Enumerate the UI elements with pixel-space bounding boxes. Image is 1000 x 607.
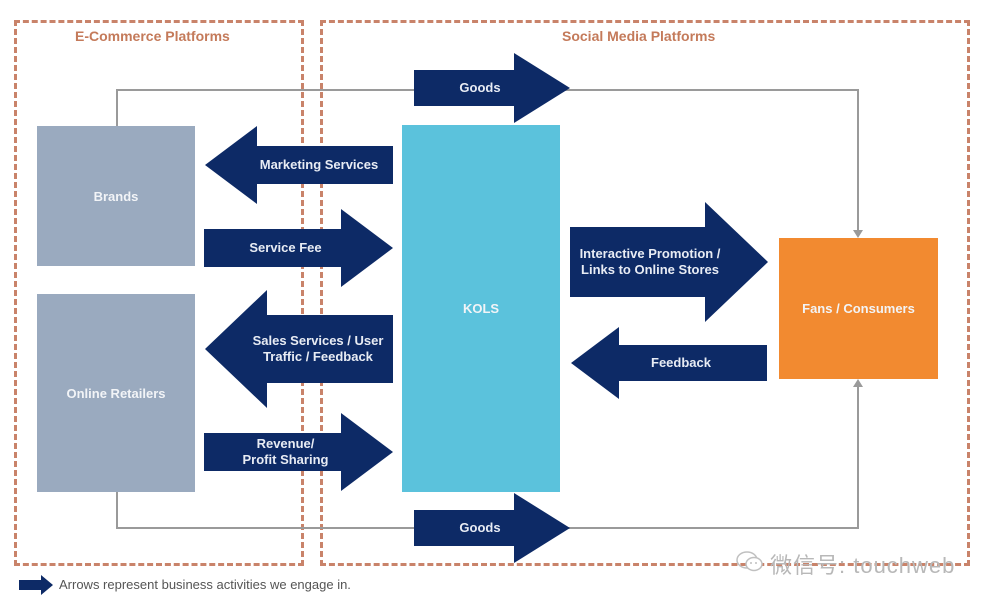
right-arrow-icon: [414, 53, 570, 123]
fans-consumers-label: Fans / Consumers: [802, 301, 915, 316]
service-fee-arrow: Service Fee: [204, 209, 393, 287]
social-media-platforms-region: [320, 20, 970, 566]
goods-top-label: Goods: [459, 80, 501, 95]
interactive-promotion-label: Interactive Promotion / Links to Online …: [579, 246, 721, 277]
fans-consumers-box: Fans / Consumers: [779, 238, 938, 379]
interactive-promotion-arrow: Interactive Promotion / Links to Online …: [570, 202, 768, 322]
legend-text: Arrows represent business activities we …: [59, 577, 351, 592]
sales-services-arrow: Sales Services / User Traffic / Feedback: [205, 290, 393, 408]
online-retailers-box: Online Retailers: [37, 294, 195, 492]
goods-top-connector-right-vertical: [857, 89, 859, 235]
goods-bottom-label: Goods: [459, 520, 501, 535]
arrowhead-up-icon: [853, 379, 863, 387]
watermark-text: 微信号: touchweb: [770, 553, 956, 578]
right-arrow-icon: [570, 202, 768, 322]
left-arrow-icon: [205, 126, 393, 204]
goods-bottom-arrow: Goods: [414, 493, 570, 563]
service-fee-label: Service Fee: [249, 240, 322, 255]
right-arrow-icon: [414, 493, 570, 563]
goods-bottom-connector-left-vertical: [116, 491, 118, 528]
kols-label: KOLS: [462, 300, 500, 316]
arrowhead-down-icon: [853, 230, 863, 238]
wechat-icon: [735, 549, 765, 575]
goods-top-arrow: Goods: [414, 53, 570, 123]
revenue-profit-sharing-arrow: Revenue/ Profit Sharing: [204, 413, 393, 491]
brands-box: Brands: [37, 126, 195, 266]
goods-bottom-connector-right-vertical: [857, 385, 859, 529]
right-arrow-icon: [204, 413, 393, 491]
right-arrow-icon: [204, 209, 393, 287]
goods-top-connector-left-vertical: [116, 89, 118, 126]
feedback-arrow: Feedback: [571, 327, 767, 399]
brands-label: Brands: [93, 188, 139, 204]
left-arrow-icon: [571, 327, 767, 399]
ecommerce-platforms-title: E-Commerce Platforms: [75, 28, 230, 44]
left-arrow-icon: [205, 290, 393, 408]
feedback-label: Feedback: [651, 355, 711, 370]
revenue-profit-sharing-label: Revenue/ Profit Sharing: [242, 436, 329, 467]
marketing-services-label: Marketing Services: [259, 157, 379, 172]
marketing-services-arrow: Marketing Services: [205, 126, 393, 204]
online-retailers-label: Online Retailers: [66, 385, 166, 401]
legend-arrow-icon: [19, 575, 53, 595]
kols-box: KOLS: [402, 125, 560, 492]
social-media-platforms-title: Social Media Platforms: [562, 28, 716, 44]
ecommerce-platforms-region: [14, 20, 304, 566]
sales-services-label: Sales Services / User Traffic / Feedback: [252, 333, 384, 364]
